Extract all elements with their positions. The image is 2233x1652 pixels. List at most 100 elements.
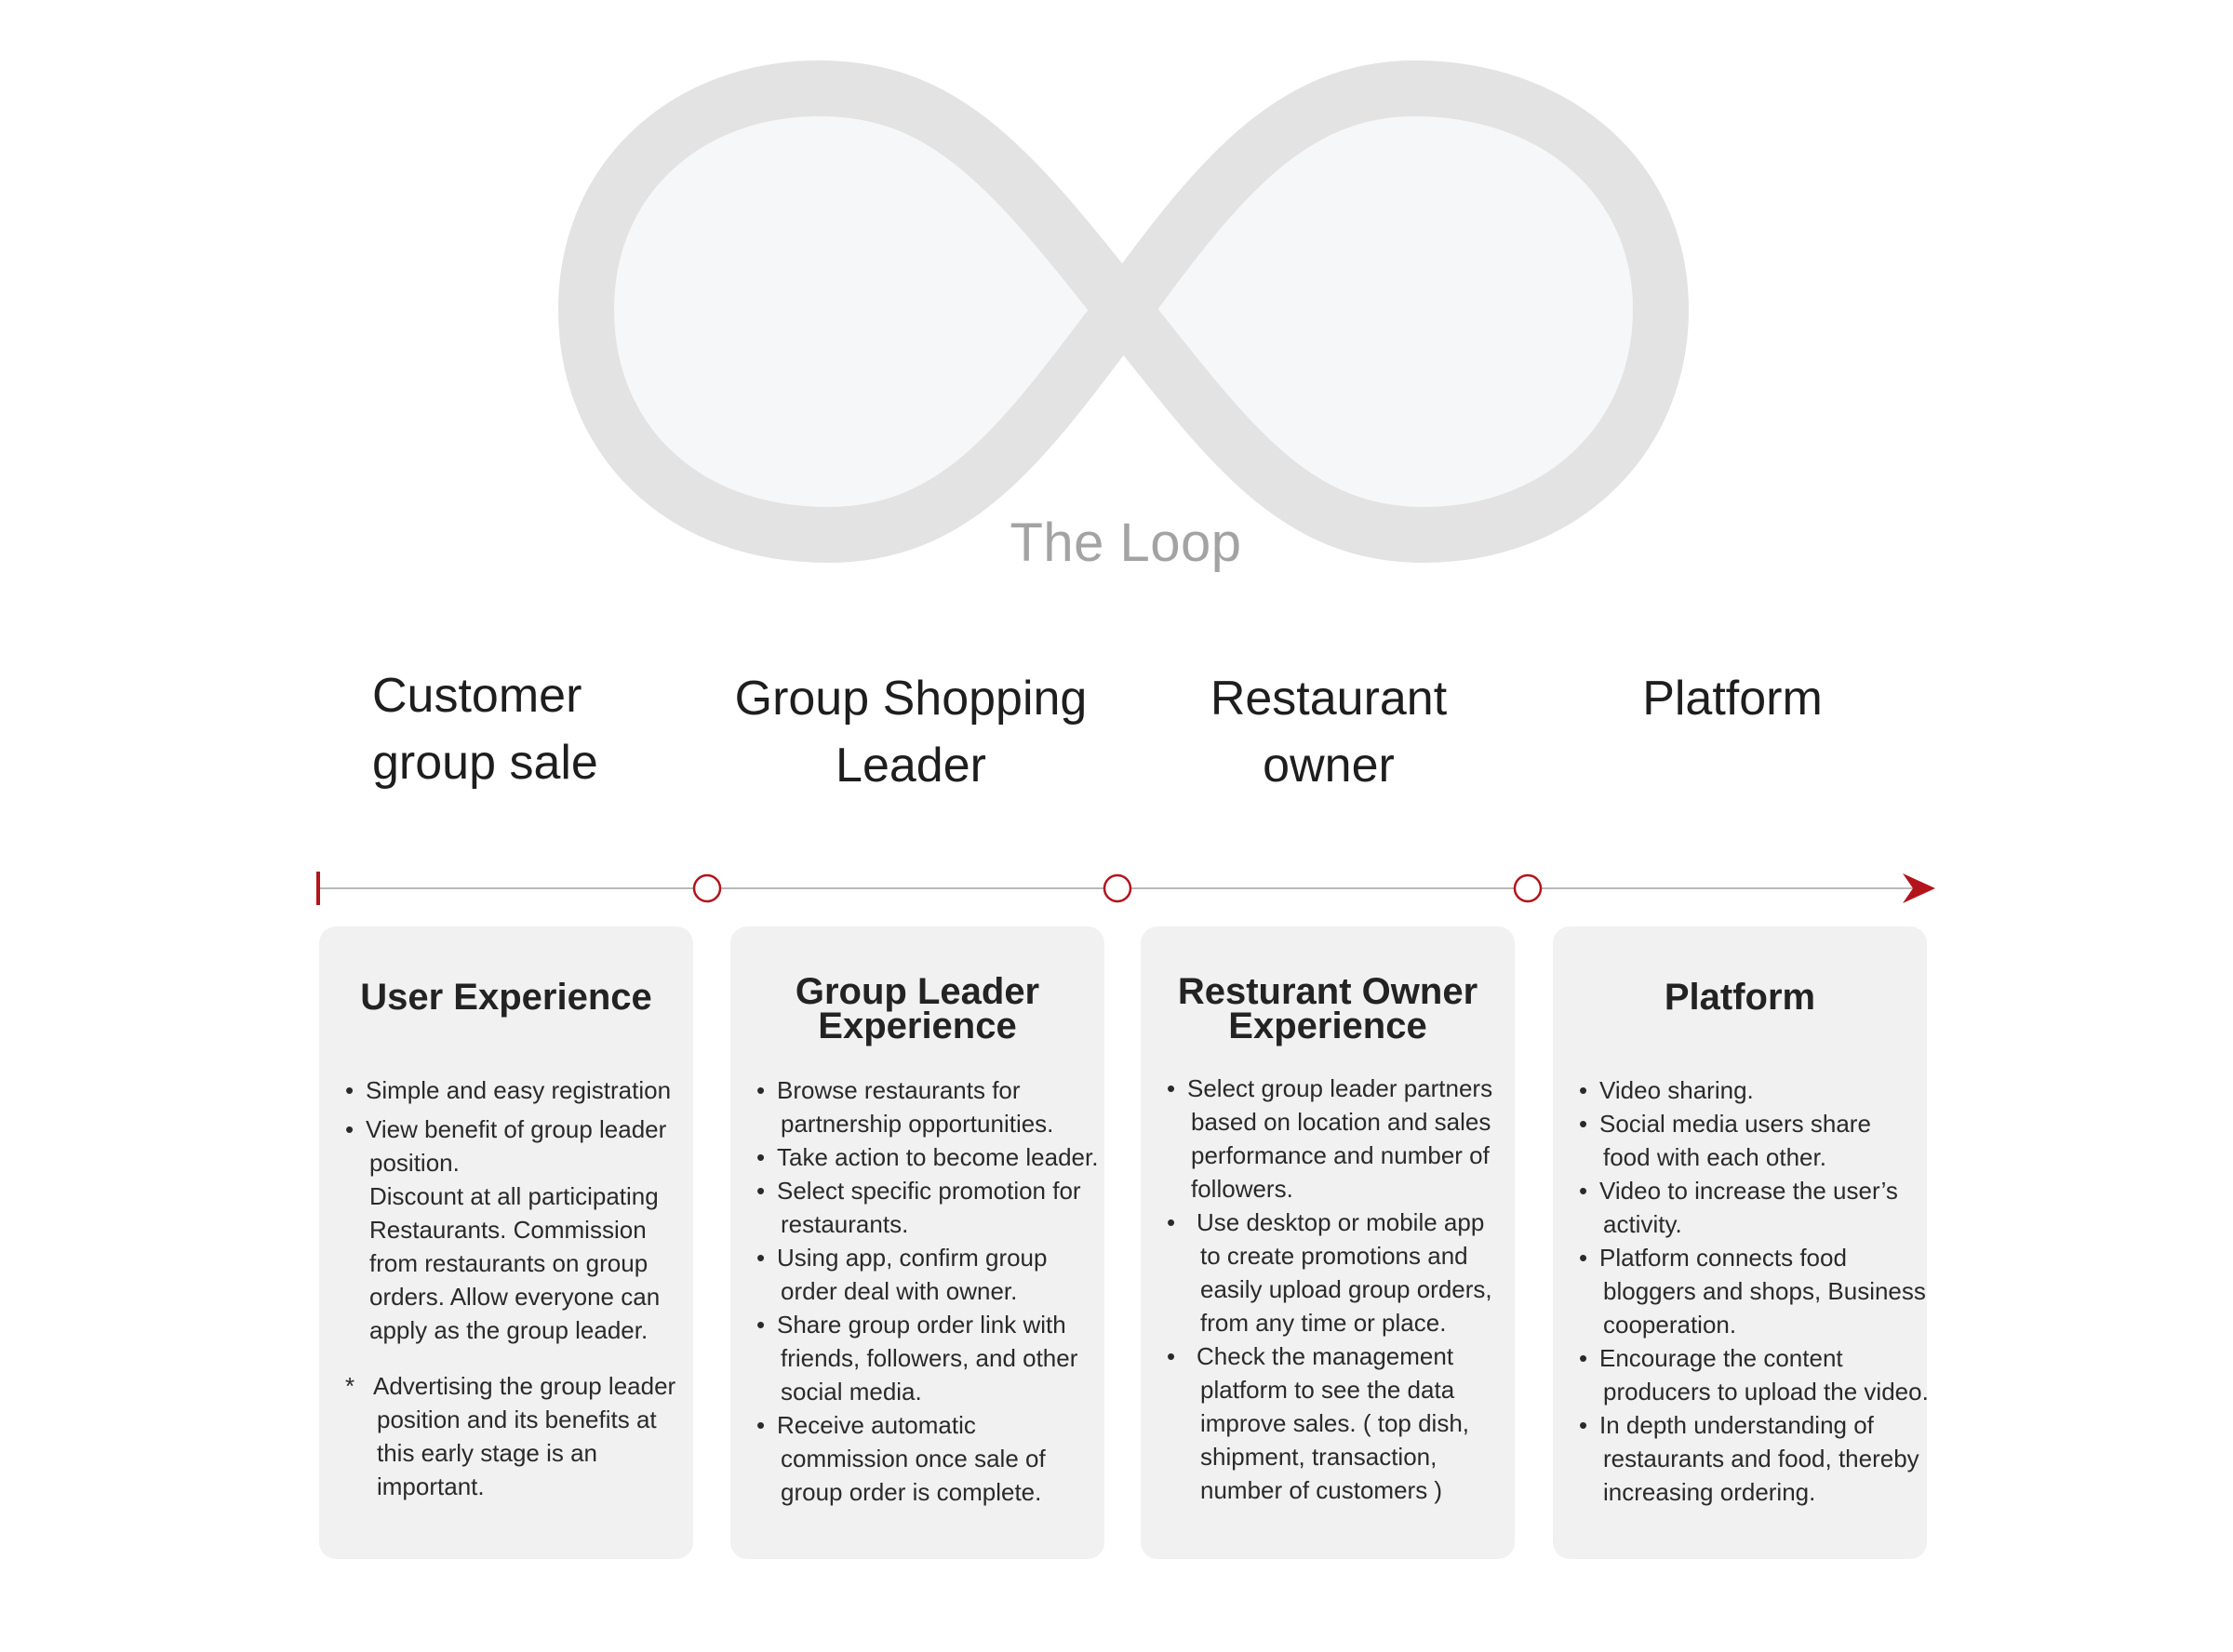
item-line: position and its benefits at: [377, 1406, 657, 1433]
bullet-icon: •: [345, 1115, 354, 1143]
item-line: Select specific promotion for: [777, 1177, 1081, 1205]
item-line: apply as the group leader.: [369, 1316, 649, 1344]
item-line: Using app, confirm group: [777, 1244, 1048, 1272]
item-line: Social media users share: [1599, 1110, 1871, 1138]
list-item: • Platform connects food bloggers and sh…: [1579, 1241, 1926, 1341]
timeline-node: [1103, 873, 1132, 903]
item-line: performance and number of: [1191, 1141, 1490, 1169]
stage-heading-line: Platform: [1642, 672, 1823, 726]
card-body: • Select group leader partners based on …: [1167, 1072, 1509, 1507]
bullet-icon: •: [1167, 1074, 1176, 1102]
item-line: to create promotions and: [1200, 1242, 1468, 1270]
stage-heading-line: Customer: [372, 669, 582, 723]
item-line: restaurants and food, thereby: [1603, 1445, 1919, 1472]
item-line: shipment, transaction,: [1200, 1443, 1437, 1471]
bullet-icon: •: [756, 1244, 766, 1272]
item-line: easily upload group orders,: [1200, 1275, 1492, 1303]
card-title-line: Resturant Owner: [1177, 971, 1478, 1012]
bullet-icon: •: [1579, 1076, 1588, 1104]
card-title-line: Experience: [1228, 1006, 1427, 1046]
bullet-icon: •: [756, 1177, 766, 1205]
item-line: position.: [369, 1149, 460, 1177]
item-line: this early stage is an: [377, 1439, 598, 1467]
list-item: • In depth understanding of restaurants …: [1579, 1408, 1921, 1509]
bullet-icon: •: [345, 1076, 354, 1104]
card-title-line: Experience: [818, 1006, 1017, 1046]
list-item: • Using app, confirm group order deal wi…: [756, 1241, 1099, 1308]
item-line: restaurants.: [781, 1210, 909, 1238]
timeline-node: [1513, 873, 1543, 903]
item-line: bloggers and shops, Business: [1603, 1277, 1926, 1305]
card-title: Resturant Owner Experience: [1141, 971, 1515, 1046]
item-line: Simple and easy registration: [366, 1076, 672, 1104]
asterisk-icon: *: [345, 1372, 355, 1400]
list-item: • Browse restaurants for partnership opp…: [756, 1073, 1099, 1140]
card-title-line: Group Leader: [795, 971, 1040, 1012]
list-item: • Receive automatic commission once sale…: [756, 1408, 1099, 1509]
item-line: Share group order link with: [777, 1311, 1066, 1339]
card-body: • Simple and easy registration • View be…: [345, 1073, 688, 1503]
item-line: Discount at all participating: [369, 1182, 659, 1210]
list-item: • Select specific promotion for restaura…: [756, 1174, 1099, 1241]
item-line: Video to increase the user’s: [1599, 1177, 1898, 1205]
bullet-icon: •: [1579, 1110, 1588, 1138]
card-restaurant-owner-experience: Resturant Owner Experience • Select grou…: [1141, 926, 1515, 1559]
card-title: Platform: [1553, 979, 1927, 1016]
bullet-icon: •: [756, 1311, 766, 1339]
list-item: • Select group leader partners based on …: [1167, 1072, 1509, 1206]
list-item: • Check the management platform to see t…: [1167, 1339, 1509, 1507]
loop-title: The Loop: [1010, 513, 1242, 573]
item-line: commission once sale of: [781, 1445, 1046, 1472]
infinity-loop-shape: [558, 60, 1689, 563]
item-line: from any time or place.: [1200, 1309, 1447, 1337]
stage-heading-line: Restaurant: [1210, 672, 1448, 726]
item-line: Platform connects food: [1599, 1244, 1847, 1272]
list-item-note: * Advertising the group leader position …: [345, 1369, 688, 1503]
bullet-icon: •: [1167, 1208, 1176, 1236]
stage-heading-restaurant-owner: Restaurant owner: [1143, 665, 1515, 799]
bullet-icon: •: [756, 1076, 766, 1104]
item-line: improve sales. ( top dish,: [1200, 1409, 1470, 1437]
item-line: friends, followers, and other: [781, 1344, 1078, 1372]
card-title: User Experience: [319, 979, 693, 1016]
stage-heading-line: group sale: [372, 736, 598, 790]
item-line: followers.: [1191, 1175, 1293, 1203]
list-item: • Social media users share food with eac…: [1579, 1107, 1921, 1174]
item-line: View benefit of group leader: [366, 1115, 667, 1143]
card-group-leader-experience: Group Leader Experience • Browse restaur…: [730, 926, 1104, 1559]
list-item: • Simple and easy registration: [345, 1073, 688, 1107]
bullet-icon: •: [1579, 1177, 1588, 1205]
item-line: activity.: [1603, 1210, 1682, 1238]
stage-heading-group-leader: Group Shopping Leader: [725, 665, 1097, 799]
item-line: order deal with owner.: [781, 1277, 1018, 1305]
item-line: Restaurants. Commission: [369, 1216, 647, 1244]
item-line: from restaurants on group: [369, 1249, 649, 1277]
stage-heading-line: Group Shopping: [734, 672, 1088, 726]
item-line: Take action to become leader.: [777, 1143, 1099, 1171]
item-line: platform to see the data: [1200, 1376, 1455, 1404]
item-line: cooperation.: [1603, 1311, 1737, 1339]
stage-heading-line: owner: [1263, 739, 1395, 793]
item-line: orders. Allow everyone can: [369, 1283, 661, 1311]
item-line: group order is complete.: [781, 1478, 1042, 1506]
bullet-icon: •: [1579, 1344, 1588, 1372]
card-user-experience: User Experience • Simple and easy regist…: [319, 926, 693, 1559]
item-line: Browse restaurants for: [777, 1076, 1021, 1104]
bullet-icon: •: [1579, 1244, 1588, 1272]
bullet-icon: •: [1167, 1342, 1176, 1370]
item-line: producers to upload the video.: [1603, 1378, 1929, 1406]
stage-heading-line: Leader: [836, 739, 986, 793]
item-line: social media.: [781, 1378, 922, 1406]
stage-heading-platform: Platform: [1546, 665, 1919, 732]
item-line: increasing ordering.: [1603, 1478, 1816, 1506]
list-item: • Take action to become leader.: [756, 1140, 1099, 1174]
card-body: • Browse restaurants for partnership opp…: [756, 1073, 1099, 1509]
list-item: • Use desktop or mobile app to create pr…: [1167, 1206, 1509, 1339]
item-line: Advertising the group leader: [373, 1372, 676, 1400]
item-line: Video sharing.: [1599, 1076, 1754, 1104]
bullet-icon: •: [756, 1143, 766, 1171]
item-line: Check the management: [1197, 1342, 1454, 1370]
timeline-node: [692, 873, 722, 903]
